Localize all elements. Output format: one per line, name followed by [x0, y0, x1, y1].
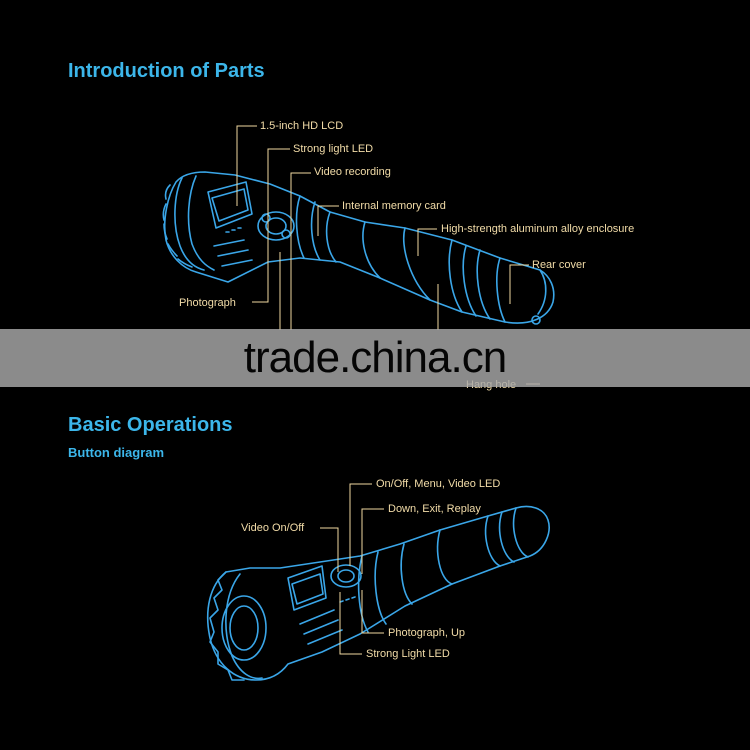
- label-photograph: Photograph: [179, 297, 236, 309]
- label-video-onoff: Video On/Off: [241, 522, 305, 534]
- label-strong-light-led: Strong light LED: [293, 143, 374, 155]
- label-strong-light-led-bottom: Strong Light LED: [366, 648, 450, 660]
- parts-title: Introduction of Parts: [68, 60, 265, 82]
- button-diagram-subtitle: Button diagram: [68, 445, 165, 460]
- operations-title: Basic Operations: [68, 414, 233, 436]
- watermark-band: [0, 329, 750, 387]
- label-lcd: 1.5-inch HD LCD: [260, 120, 344, 132]
- label-internal-memory-card: Internal memory card: [342, 200, 446, 212]
- label-photograph-up: Photograph, Up: [388, 627, 466, 639]
- watermark-text: trade.china.cn: [243, 333, 507, 382]
- label-rear-cover: Rear cover: [532, 259, 586, 271]
- label-enclosure: High-strength aluminum alloy enclosure: [441, 223, 635, 235]
- label-video-recording: Video recording: [314, 166, 391, 178]
- label-onoff-menu: On/Off, Menu, Video LED: [376, 478, 501, 490]
- bottom-flashlight-icon: [206, 505, 550, 681]
- top-flashlight-icon: [162, 171, 555, 325]
- label-down-exit: Down, Exit, Replay: [388, 503, 481, 515]
